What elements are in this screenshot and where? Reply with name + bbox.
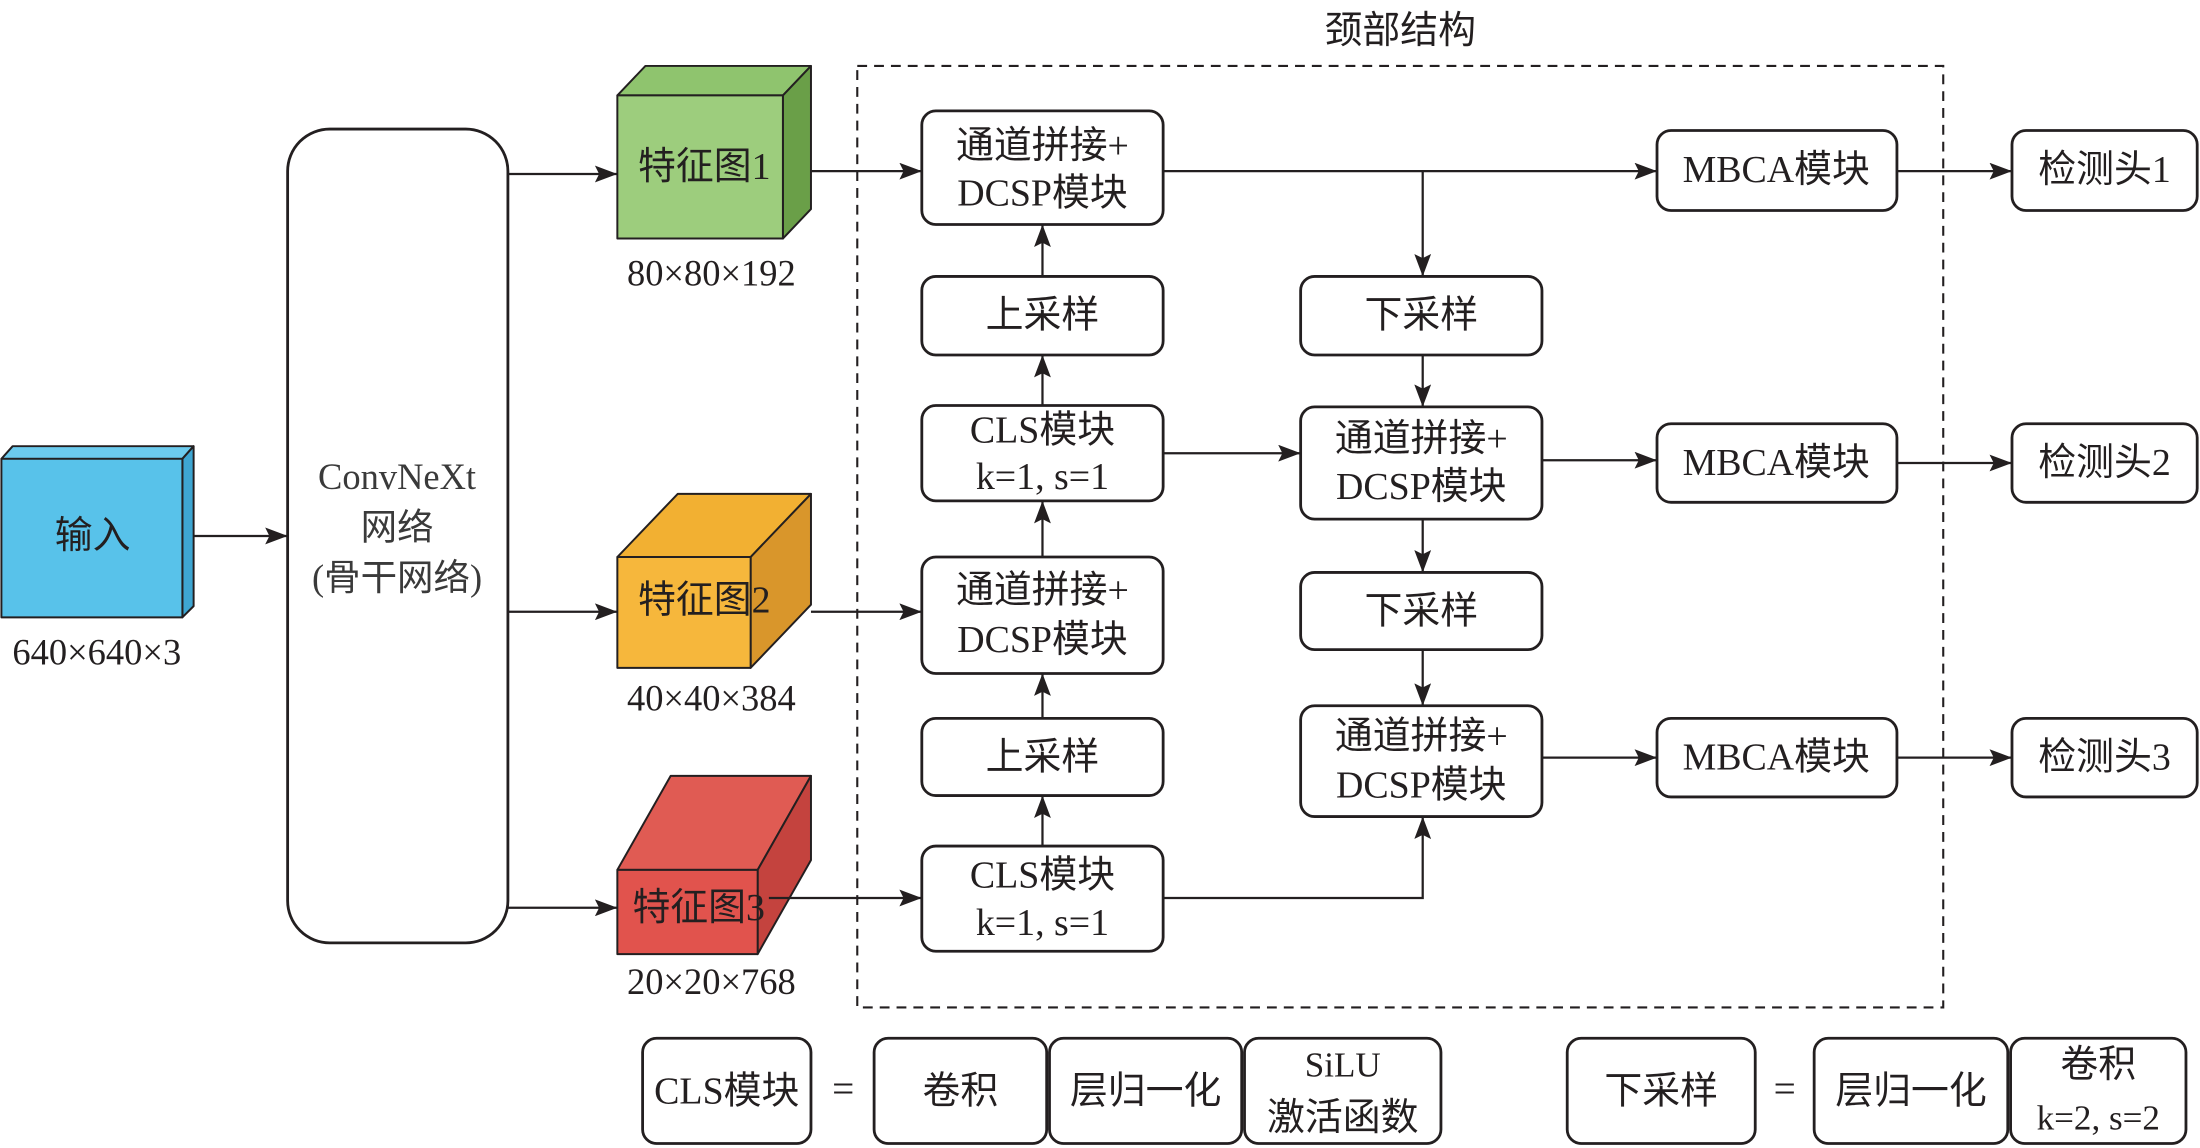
downsample-label: 下采样 <box>1364 591 1478 633</box>
mbca-block-2: MBCA模块 <box>1655 422 1899 504</box>
connections <box>193 162 2012 917</box>
backbone-box <box>286 127 510 945</box>
concat-dcsp-line: 通道拼接+ <box>1335 716 1508 758</box>
input-cube: 输入 <box>0 445 195 619</box>
feature-map-1-cube: 特征图1 <box>616 64 812 240</box>
concat-dcsp-line: DCSP模块 <box>957 173 1128 215</box>
concat-dcsp-block-2: 通道拼接+ DCSP模块 <box>920 555 1165 675</box>
downsample-box-2 <box>1299 571 1544 652</box>
cls-block-2: CLS模块 k=1, s=1 <box>920 844 1165 953</box>
input-cube-front <box>0 457 184 619</box>
mbca-block-1: MBCA模块 <box>1655 129 1899 212</box>
feature-map-1-dims: 80×80×192 <box>627 254 796 294</box>
concat-dcsp-block-1: 通道拼接+ DCSP模块 <box>920 109 1165 226</box>
legend-downsample-part-box-2 <box>2009 1036 2188 1145</box>
backbone-line: (骨干网络) <box>312 558 482 598</box>
cls-block-1: CLS模块 k=1, s=1 <box>920 404 1165 503</box>
upsample-label: 上采样 <box>986 737 1100 779</box>
feature-map-3-label: 特征图3 <box>632 887 765 929</box>
concat-dcsp-box-3 <box>1299 405 1544 521</box>
legend-cls-name: CLS模块 <box>654 1071 799 1113</box>
feature-map-1-label: 特征图1 <box>638 146 771 188</box>
feature-map-2-label: 特征图2 <box>638 580 771 622</box>
legend-downsample: 下采样 = 层归一化 卷积 k=2, s=2 <box>1565 1036 2188 1145</box>
concat-dcsp-line: DCSP模块 <box>1336 466 1507 508</box>
concat-dcsp-line: DCSP模块 <box>1336 765 1507 807</box>
backbone-block: ConvNeXt 网络 (骨干网络) <box>286 127 510 945</box>
mbca-block-3: MBCA模块 <box>1655 716 1899 799</box>
cls-line: k=1, s=1 <box>976 456 1109 498</box>
concat-dcsp-block-4: 通道拼接+ DCSP模块 <box>1299 704 1544 818</box>
mbca-label: MBCA模块 <box>1683 737 1870 779</box>
detection-head-label: 检测头3 <box>2038 737 2171 779</box>
feature-map-2-dims: 40×40×384 <box>627 679 796 719</box>
downsample-block-2: 下采样 <box>1299 571 1544 652</box>
neck-title: 颈部结构 <box>1325 10 1477 52</box>
legend-cls-part-box-2 <box>1048 1036 1244 1145</box>
neck-region-border <box>856 64 1945 1009</box>
feature-map-1-side <box>781 64 812 240</box>
upsample-block-2: 上采样 <box>920 716 1165 797</box>
legend-downsample-equals: = <box>1774 1067 1796 1110</box>
cls-line: CLS模块 <box>970 410 1115 452</box>
cls-line: CLS模块 <box>970 855 1115 897</box>
backbone-line: ConvNeXt <box>318 457 476 497</box>
feature-map-2-cube: 特征图2 <box>616 492 812 669</box>
detection-head-3: 检测头3 <box>2010 716 2199 799</box>
legend-cls-equals: = <box>832 1067 854 1110</box>
concat-dcsp-block-3: 通道拼接+ DCSP模块 <box>1299 405 1544 521</box>
mbca-label: MBCA模块 <box>1683 442 1870 484</box>
feature-map-3-front <box>616 868 759 956</box>
backbone-line: 网络 <box>361 508 434 548</box>
legend-cls-part: 层归一化 <box>1070 1071 1221 1113</box>
input-label: 输入 <box>55 515 131 557</box>
detection-head-2: 检测头2 <box>2010 422 2199 504</box>
upsample-label: 上采样 <box>986 295 1100 337</box>
legend-downsample-part: 层归一化 <box>1835 1071 1987 1113</box>
legend-cls-part-box-1 <box>872 1036 1049 1145</box>
feature-map-3-cube: 特征图3 <box>616 774 812 956</box>
detection-head-1: 检测头1 <box>2010 129 2199 212</box>
input-cube-side <box>181 445 195 619</box>
legend-cls-part: SiLU <box>1305 1045 1381 1084</box>
detection-head-label: 检测头1 <box>2038 149 2171 191</box>
detection-head-label: 检测头2 <box>2038 442 2171 484</box>
legend-downsample-part-box-1 <box>1812 1036 2010 1145</box>
downsample-label: 下采样 <box>1364 295 1478 337</box>
input-dims: 640×640×3 <box>12 632 181 672</box>
feature-map-1-top <box>616 64 812 97</box>
feature-map-1-front <box>616 94 784 240</box>
concat-dcsp-line: 通道拼接+ <box>1335 418 1508 460</box>
concat-dcsp-line: 通道拼接+ <box>956 125 1129 167</box>
legend-cls: CLS模块 = 卷积 层归一化 SiLU 激活函数 <box>641 1036 1443 1145</box>
downsample-block-1: 下采样 <box>1299 275 1544 357</box>
mbca-label: MBCA模块 <box>1683 149 1870 191</box>
cls-line: k=1, s=1 <box>976 902 1109 944</box>
legend-downsample-name: 下采样 <box>1604 1071 1718 1113</box>
legend-downsample-part: 卷积 <box>2060 1044 2136 1086</box>
legend-cls-part: 卷积 <box>923 1071 999 1113</box>
legend-downsample-name-box <box>1565 1036 1757 1145</box>
legend-cls-part-box-3 <box>1243 1036 1443 1145</box>
downsample-box-1 <box>1299 275 1544 357</box>
legend-downsample-part: k=2, s=2 <box>2037 1099 2160 1138</box>
concat-dcsp-line: 通道拼接+ <box>956 570 1129 612</box>
input-cube-top <box>0 445 195 460</box>
legend-cls-name-box <box>641 1036 813 1145</box>
legend-cls-part: 激活函数 <box>1267 1097 1419 1139</box>
upsample-block-1: 上采样 <box>920 275 1165 357</box>
arrow-cls-2-to-concat-4 <box>1163 816 1432 900</box>
concat-dcsp-line: DCSP模块 <box>957 619 1128 661</box>
feature-map-3-dims: 20×20×768 <box>627 962 796 1002</box>
